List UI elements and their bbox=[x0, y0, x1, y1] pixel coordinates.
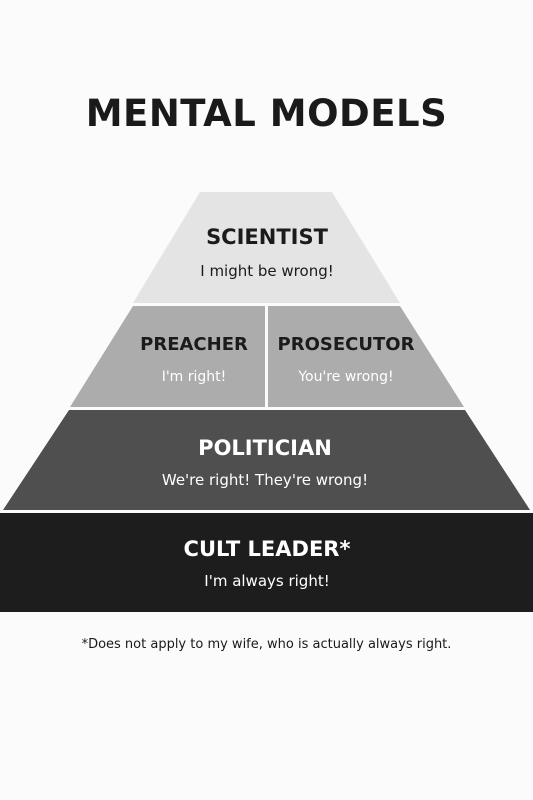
tier-cult-leader: CULT LEADER* I'm always right! bbox=[0, 513, 533, 612]
footnote: *Does not apply to my wife, who is actua… bbox=[81, 637, 452, 652]
tier-prosecutor-subtitle: You're wrong! bbox=[297, 369, 393, 385]
tier-scientist: SCIENTIST I might be wrong! bbox=[133, 192, 400, 303]
tier-preacher-prosecutor: PREACHER I'm right! PROSECUTOR You're wr… bbox=[70, 306, 464, 407]
tier-prosecutor-shape bbox=[268, 306, 464, 407]
tier-scientist-title: SCIENTIST bbox=[206, 225, 329, 249]
tier-politician-title: POLITICIAN bbox=[198, 436, 332, 460]
tier-preacher-subtitle: I'm right! bbox=[162, 369, 227, 385]
tier-politician-shape bbox=[3, 410, 530, 510]
tier-cult-leader-subtitle: I'm always right! bbox=[204, 572, 329, 590]
tier-scientist-subtitle: I might be wrong! bbox=[200, 262, 334, 280]
tier-preacher-shape bbox=[70, 306, 265, 407]
tier-scientist-shape bbox=[133, 192, 400, 303]
tier-politician-subtitle: We're right! They're wrong! bbox=[162, 471, 368, 489]
tier-cult-leader-title: CULT LEADER* bbox=[184, 537, 351, 561]
tier-prosecutor-title: PROSECUTOR bbox=[278, 334, 415, 355]
diagram-title: MENTAL MODELS bbox=[85, 92, 448, 135]
tier-cult-leader-shape bbox=[0, 513, 533, 612]
tier-politician: POLITICIAN We're right! They're wrong! bbox=[3, 410, 530, 510]
tier-preacher-title: PREACHER bbox=[140, 334, 248, 355]
